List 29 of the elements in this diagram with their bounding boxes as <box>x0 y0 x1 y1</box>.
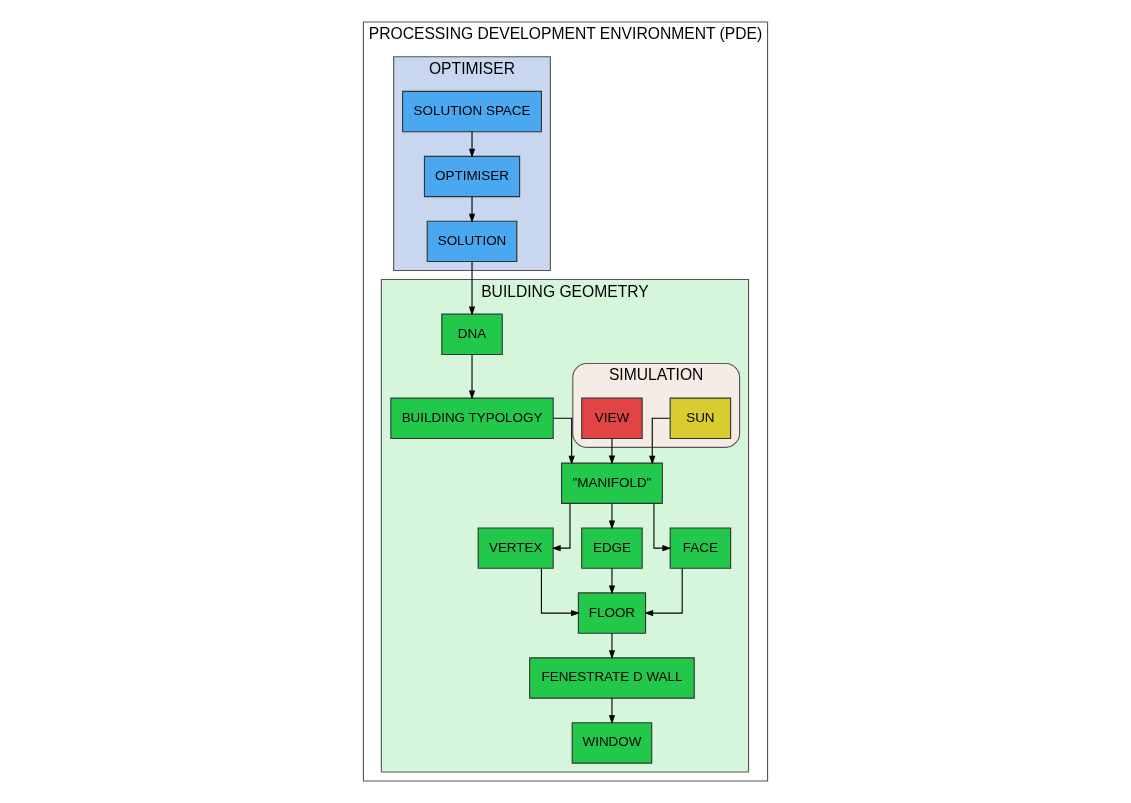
node-box: FENESTRATE D WALL <box>529 657 695 699</box>
node-box: "MANIFOLD" <box>561 462 663 504</box>
node-box: SUN <box>669 397 732 439</box>
arrow <box>468 354 476 400</box>
node-box: SOLUTION <box>426 220 518 263</box>
arrow <box>468 196 476 223</box>
node-box: VERTEX <box>477 527 554 569</box>
arrow <box>540 567 581 617</box>
arrow <box>608 567 616 595</box>
arrow <box>653 502 672 552</box>
arrow <box>649 417 671 465</box>
node-box: WINDOW <box>571 722 653 764</box>
node-box: SOLUTION SPACE <box>402 90 542 133</box>
arrow <box>608 502 616 530</box>
node-box: OPTIMISER <box>423 155 521 198</box>
node-box: EDGE <box>581 527 643 569</box>
arrow <box>608 437 616 465</box>
node-box: DNA <box>441 313 503 356</box>
node-box: VIEW <box>581 397 643 439</box>
arrow <box>608 632 616 660</box>
node-box: BUILDING TYPOLOGY <box>390 397 554 439</box>
arrow <box>644 567 683 617</box>
arrow <box>551 502 571 552</box>
arrow <box>468 261 476 316</box>
arrow <box>552 417 575 465</box>
arrow <box>468 131 476 158</box>
node-box: FACE <box>669 527 732 569</box>
arrow <box>608 697 616 725</box>
node-box: FLOOR <box>577 592 647 634</box>
